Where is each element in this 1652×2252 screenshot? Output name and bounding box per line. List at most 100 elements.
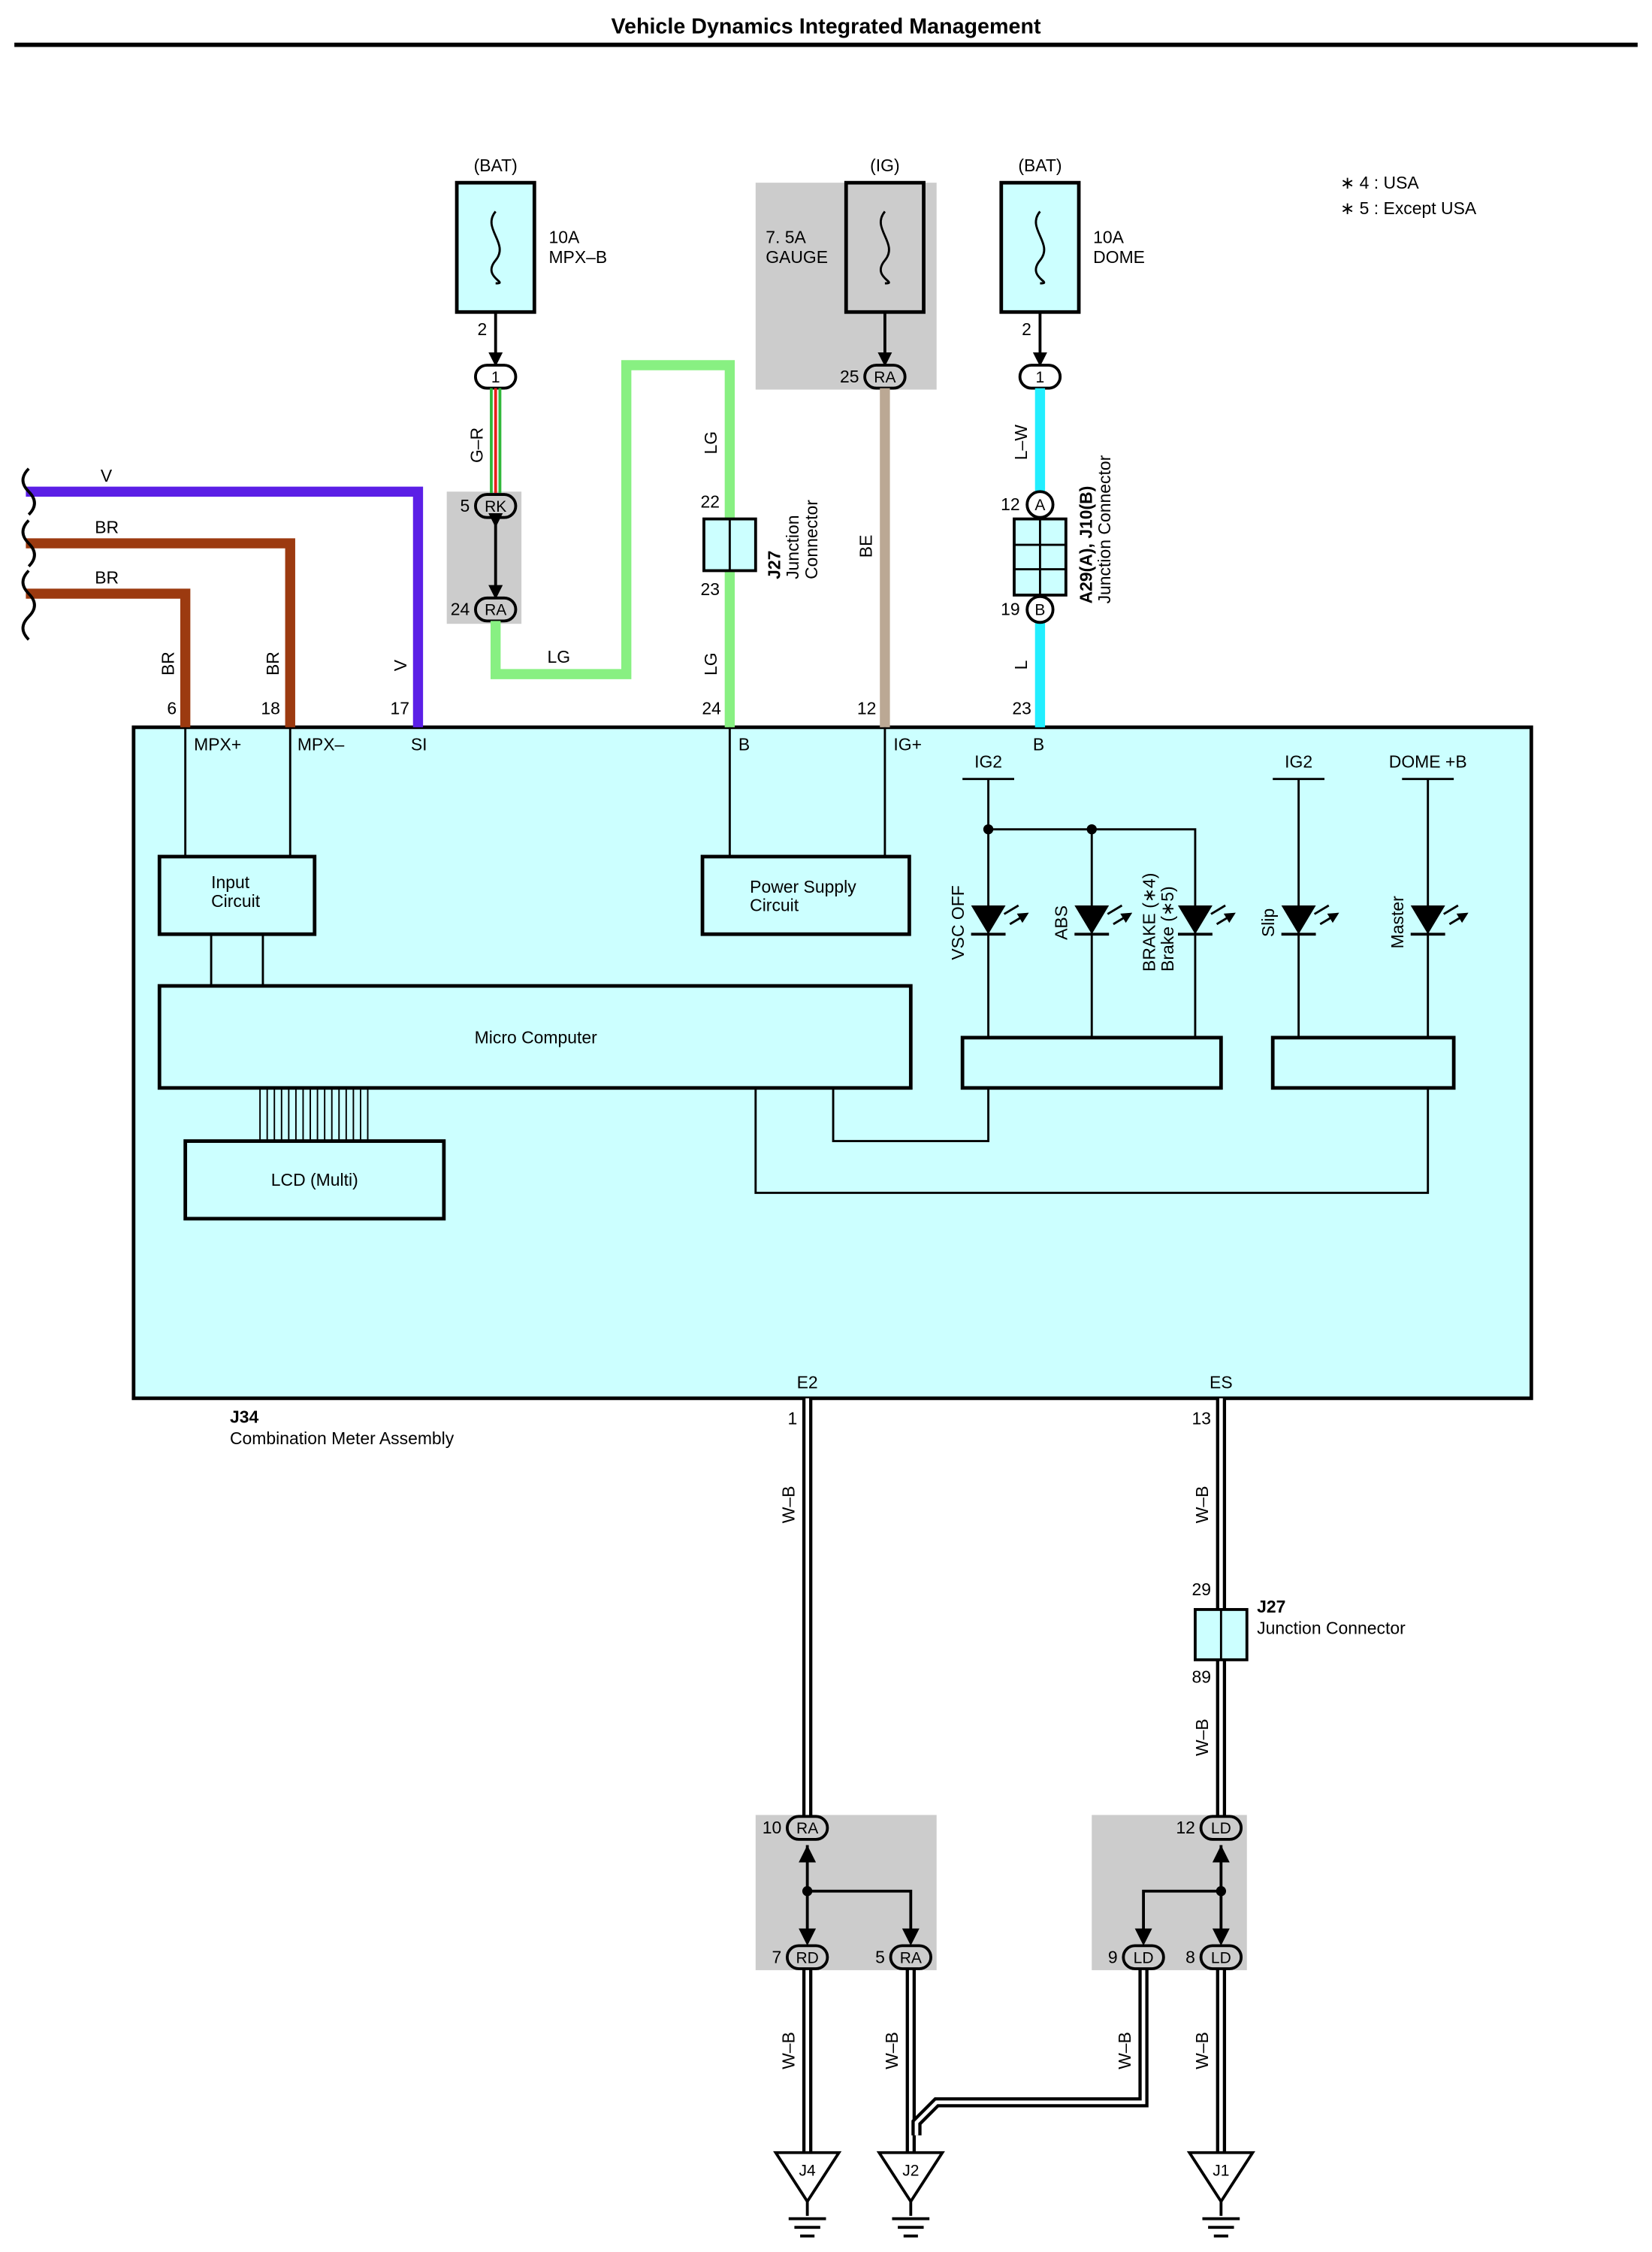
label-e2: E2: [797, 1372, 818, 1392]
input-circuit: [157, 854, 317, 936]
harness-break-3: [21, 570, 36, 641]
ground-j1-icon: [1186, 2151, 1255, 2238]
splice-right-arrow-l: [1134, 1928, 1152, 1946]
j27-top-id: J27: [764, 551, 784, 579]
harness-break-2: [21, 519, 36, 568]
conn-ra-code: RA: [485, 602, 506, 619]
splice-left-top-pin: 10: [763, 1818, 782, 1837]
splice-right-bl-code: LD: [1134, 1949, 1154, 1966]
wire-br-6: [26, 588, 191, 727]
fuse-gauge: [844, 180, 926, 314]
power-supply-circuit: [700, 854, 911, 936]
micro-computer: [157, 984, 913, 1090]
label-ig: IG+: [893, 734, 922, 754]
j27-top-pin-22: 22: [700, 491, 720, 511]
ground-j2-label: J2: [902, 2162, 919, 2179]
fuse-mpxb-name: MPX–B: [548, 247, 607, 267]
wire-label-lg-bot: LG: [701, 652, 720, 676]
led-abs-icon: [1074, 904, 1128, 936]
harness-break-1: [21, 467, 36, 516]
meter-id: J34: [230, 1407, 259, 1426]
conn-rk-code: RK: [485, 498, 506, 515]
ground-j4-label: J4: [799, 2162, 817, 2179]
fuse-dome: [999, 180, 1081, 314]
lamp-slip: Slip: [1258, 908, 1278, 937]
lamp-driver-1: [960, 1035, 1223, 1090]
wire-label-wb-5: W–B: [882, 2032, 902, 2069]
pin-12: 12: [857, 699, 877, 718]
a29-pin-12: 12: [1001, 494, 1020, 514]
wire-label-wb-6: W–B: [1115, 2032, 1134, 2069]
junction-dot-1: [983, 824, 994, 835]
lamp-driver-2: [1270, 1035, 1456, 1090]
wire-label-wb-4: W–B: [778, 2032, 798, 2069]
fuse-dome-name: DOME: [1093, 247, 1145, 267]
wire-label-v-vert: V: [391, 659, 410, 671]
fuse-gauge-name: GAUGE: [766, 247, 828, 267]
j27-bottom-name: Junction Connector: [1257, 1618, 1406, 1637]
splice-left-bl: [785, 1944, 829, 1970]
j27-top-pin-23: 23: [700, 579, 720, 599]
wb-wires: [802, 1398, 1227, 2153]
j27-bottom-pin-29: 29: [1191, 1579, 1211, 1599]
pin-24: 24: [702, 699, 721, 718]
fuse-mpxb: [455, 180, 536, 314]
splice-left-top: [785, 1815, 829, 1841]
wire-label-br-1: BR: [95, 518, 119, 537]
dome-label: DOME +B: [1389, 751, 1467, 771]
fuse-mpxb-symbol: [490, 210, 501, 285]
lcd-bus: [259, 1087, 369, 1141]
lamp-abs: ABS: [1052, 905, 1071, 940]
fuse-mpxb-source: (BAT): [474, 156, 518, 175]
pin-13: 13: [1191, 1408, 1211, 1428]
a29-pin-a-code: A: [1034, 497, 1045, 514]
lamp-brake-except-usa: Brake (∗5): [1158, 886, 1177, 972]
label-mpx-minus: MPX–: [297, 734, 345, 754]
label-b2: B: [1033, 734, 1044, 754]
splice-right-br: [1199, 1944, 1243, 1970]
ig2a-label: IG2: [974, 751, 1002, 771]
power-supply-l1: Power Supply: [750, 877, 856, 896]
led-slip-icon: [1281, 904, 1335, 936]
ig2b-label: IG2: [1285, 751, 1312, 771]
fuse-mpxb-amp: 10A: [548, 227, 580, 246]
wire-label-be: BE: [856, 535, 876, 558]
fuse-dome-symbol: [1034, 210, 1046, 285]
splice-left-top-code: RA: [796, 1820, 818, 1837]
wire-label-br-vert-1: BR: [158, 651, 177, 676]
led-master-icon: [1410, 904, 1464, 936]
splice-left-br-pin: 5: [875, 1947, 885, 1966]
lamp-brake-usa: BRAKE (∗4): [1139, 873, 1158, 972]
fuse-gauge-conn-code: RA: [874, 369, 895, 386]
a29-pin-19: 19: [1001, 600, 1020, 619]
splice-right-bl-pin: 9: [1108, 1947, 1118, 1966]
splice-right-top: [1199, 1815, 1243, 1841]
wire-label-br-vert-2: BR: [263, 651, 282, 676]
wire-br-18: [26, 538, 295, 727]
splice-right-top-pin: 12: [1176, 1818, 1195, 1837]
wire-label-lg-h: LG: [548, 647, 571, 667]
pin-1: 1: [787, 1408, 797, 1428]
fuse-gauge-pin: 25: [840, 367, 859, 386]
lamp-master: Master: [1388, 896, 1407, 948]
ground-j1-label: J1: [1213, 2162, 1229, 2179]
meter-name: Combination Meter Assembly: [230, 1428, 455, 1448]
lcd-multi-label: LCD (Multi): [271, 1170, 358, 1189]
pin-6: 6: [167, 699, 177, 718]
splice-left-bl-pin: 7: [772, 1947, 781, 1966]
pin-17: 17: [390, 699, 409, 718]
j27-bottom-pin-89: 89: [1191, 1667, 1211, 1686]
led-brake-icon: [1177, 904, 1231, 936]
fuse-gauge-amp: 7. 5A: [766, 227, 806, 246]
lamp-vsc-off: VSC OFF: [948, 885, 968, 960]
fuse-dome-pin: 2: [1022, 319, 1031, 339]
micro-computer-label: Micro Computer: [475, 1028, 598, 1047]
label-si: SI: [411, 734, 427, 754]
ground-j2-icon: [876, 2151, 945, 2238]
lcd-multi: [183, 1139, 446, 1221]
splice-right-arrow-r: [1212, 1928, 1230, 1946]
wire-label-gr: G–R: [467, 428, 486, 463]
splice-right-top-code: LD: [1211, 1820, 1231, 1837]
wire-label-lw: L–W: [1011, 425, 1031, 461]
